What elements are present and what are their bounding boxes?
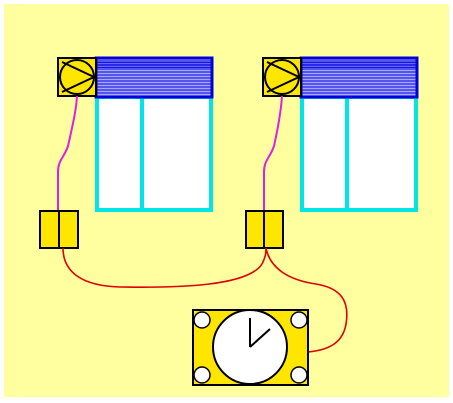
roller-shutter-right	[299, 56, 419, 99]
bus-cable-switch-to-switch	[62, 247, 267, 288]
roller-shutter-left	[94, 56, 214, 99]
timer-clock-unit	[192, 309, 309, 386]
motor-cable-left	[57, 95, 78, 211]
wall-switch-left	[39, 210, 79, 249]
wall-switch-right	[245, 210, 284, 249]
shutter-unit-left	[39, 56, 214, 249]
window-right	[300, 95, 418, 212]
motor-cable-right	[263, 95, 283, 211]
window-left	[95, 95, 213, 212]
shutter-unit-right	[245, 56, 419, 249]
clock-icon	[212, 309, 288, 385]
motor-icon	[57, 57, 97, 97]
bus-cable-switch-to-timer	[265, 247, 348, 353]
motor-icon	[262, 57, 302, 97]
